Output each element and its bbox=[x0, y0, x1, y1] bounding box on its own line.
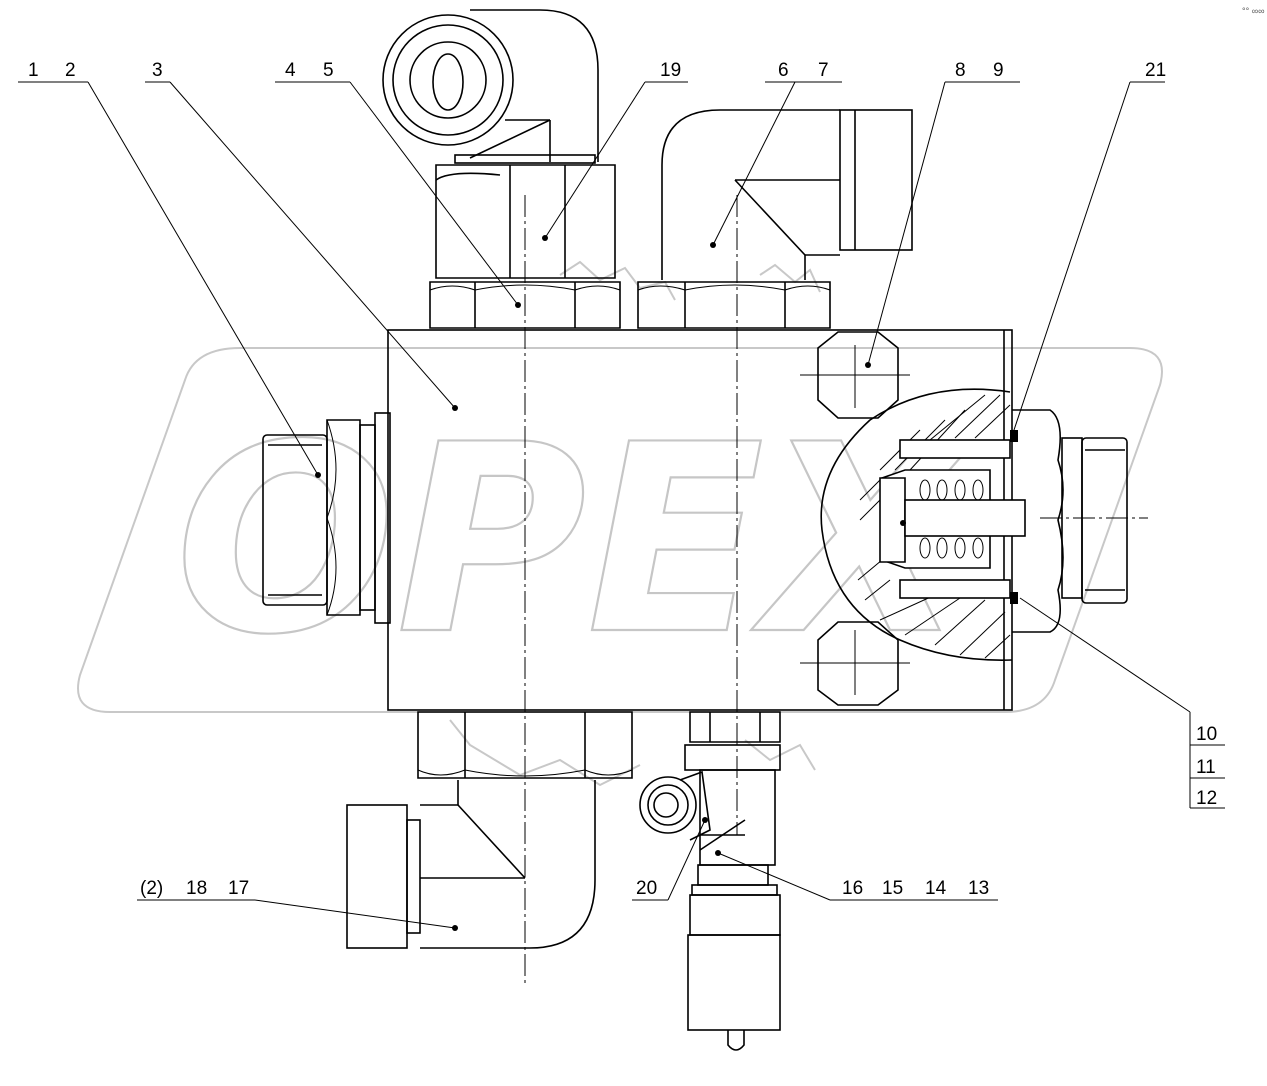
tee-fitting-bottom bbox=[639, 711, 781, 1051]
callout-2: 2 bbox=[65, 60, 76, 81]
callout-3: 3 bbox=[152, 60, 163, 81]
callout-15: 15 bbox=[882, 878, 903, 899]
callout-21: 21 bbox=[1145, 60, 1166, 81]
callout-14: 14 bbox=[925, 878, 947, 899]
elbow-fitting-top-right bbox=[661, 109, 913, 280]
callout-4: 4 bbox=[285, 60, 296, 81]
hex-plug-upper-right bbox=[817, 331, 899, 419]
callout-17: 17 bbox=[228, 878, 249, 899]
callout-9: 9 bbox=[993, 60, 1004, 81]
callout-19: 19 bbox=[660, 60, 681, 81]
callout-12: 12 bbox=[1196, 788, 1217, 809]
corner-mark: °° ∞∞ bbox=[1242, 6, 1265, 16]
callout-5: 5 bbox=[323, 60, 334, 81]
callout-6: 6 bbox=[778, 60, 789, 81]
callout-13: 13 bbox=[968, 878, 989, 899]
watermark: OPEX bbox=[77, 260, 1163, 787]
callout-16: 16 bbox=[842, 878, 863, 899]
watermark-text: OPEX bbox=[175, 390, 975, 692]
callout-7: 7 bbox=[818, 60, 829, 81]
callout-10: 10 bbox=[1196, 724, 1217, 745]
callout-leaders bbox=[18, 81, 1225, 931]
callout-11: 11 bbox=[1196, 757, 1216, 778]
hex-nut-top-left bbox=[429, 281, 621, 329]
callout-2-paren: (2) bbox=[140, 878, 163, 899]
hex-plug-lower-right bbox=[817, 621, 899, 706]
hex-nut-top-right bbox=[637, 281, 831, 329]
callout-18: 18 bbox=[186, 878, 207, 899]
callout-1: 1 bbox=[28, 60, 39, 81]
relief-valve-section bbox=[820, 388, 1128, 661]
callout-8: 8 bbox=[955, 60, 966, 81]
callout-labels: 1 2 3 4 5 19 6 7 8 9 21 10 11 12 16 15 1… bbox=[28, 60, 1217, 899]
elbow-fitting-bottom-left bbox=[346, 780, 596, 949]
elbow-fitting-top-left bbox=[382, 9, 616, 279]
bottom-hex-nut-left bbox=[417, 711, 633, 779]
callout-20: 20 bbox=[636, 878, 657, 899]
